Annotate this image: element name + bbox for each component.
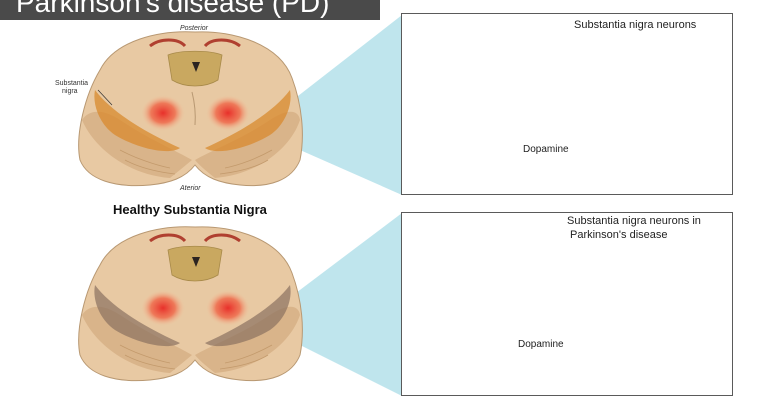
anterior-label: Aterior [180, 185, 201, 192]
pd-dopamine-label: Dopamine [518, 339, 564, 350]
callout-parkinsons [280, 213, 402, 396]
title-banner: Parkinson's disease (PD) [0, 0, 380, 20]
healthy-neuron-panel [401, 13, 733, 195]
parkinsons-midbrain [78, 226, 303, 382]
page-title: Parkinson's disease (PD) [16, 0, 330, 18]
posterior-label: Posterior [180, 25, 209, 32]
substantia-label-line1: Substantia [55, 80, 89, 87]
healthy-panel-title: Substantia nigra neurons [574, 19, 697, 31]
healthy-caption: Healthy Substantia Nigra [113, 202, 267, 217]
callout-healthy [280, 15, 402, 195]
healthy-dopamine-label: Dopamine [523, 144, 569, 155]
parkinsons-neuron-panel [401, 212, 733, 396]
pd-panel-title-line1: Substantia nigra neurons in [567, 215, 701, 227]
pd-panel-title-line2: Parkinson's disease [570, 229, 668, 241]
substantia-label-line2: nigra [62, 88, 78, 95]
healthy-midbrain [78, 31, 303, 187]
